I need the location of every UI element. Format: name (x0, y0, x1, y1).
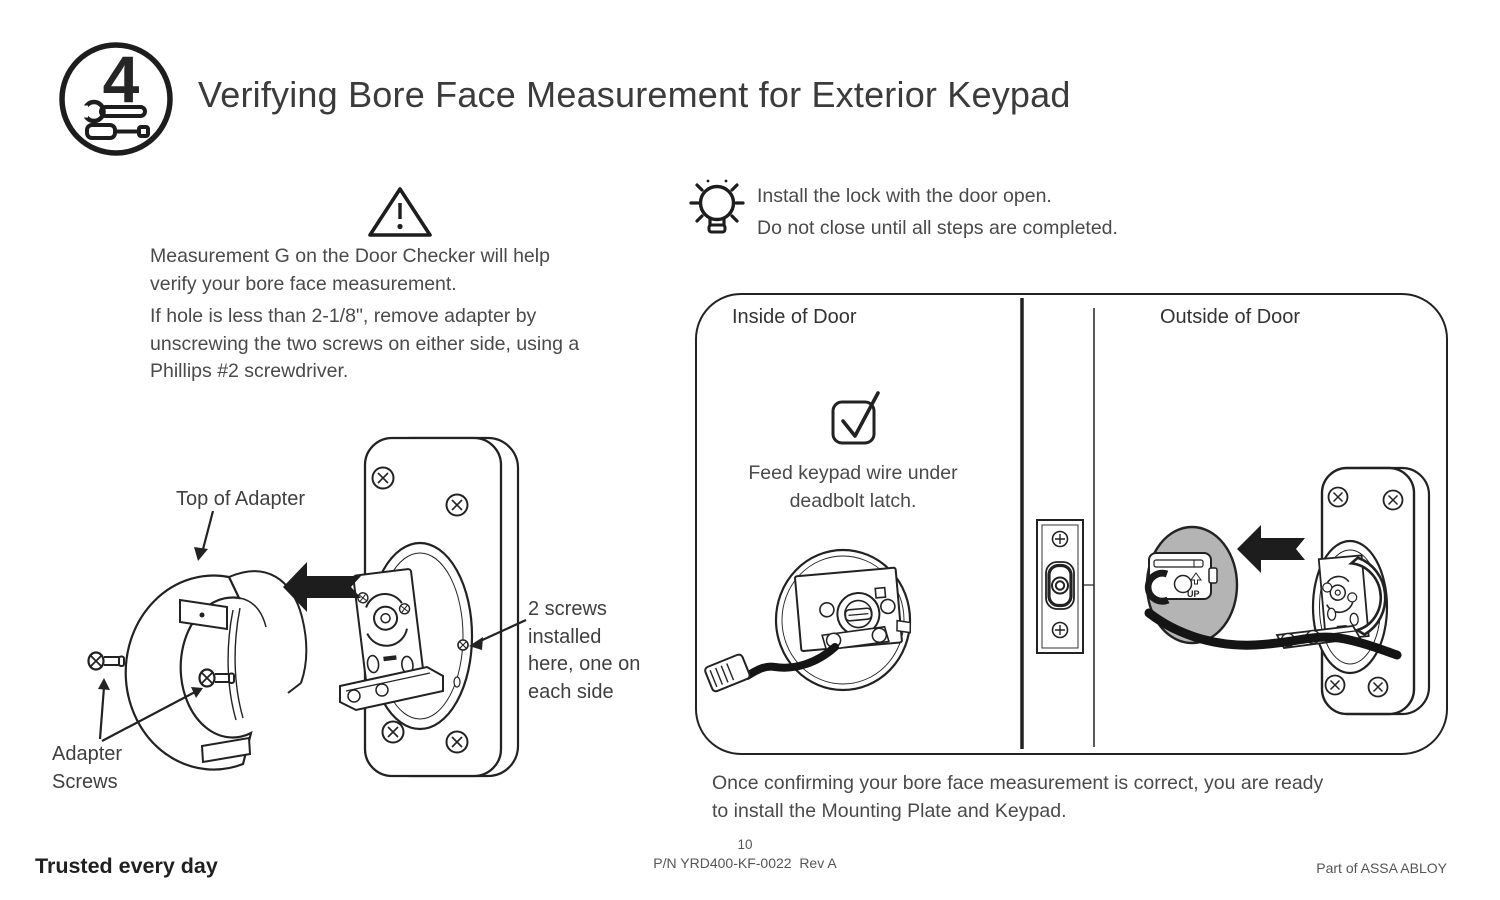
tip-line-2: Do not close until all steps are complet… (757, 217, 1118, 239)
adapter-screw-icon-2 (198, 668, 235, 688)
up-marking-label: UP (1187, 589, 1200, 599)
keypad-corner-screw-icons (371, 466, 469, 754)
outside-of-door-label: Outside of Door (1160, 306, 1301, 328)
door-panel-art: UP (704, 298, 1431, 749)
up-arrow-glyph (1190, 572, 1202, 585)
footer-center: 10 P/N YRD400-KF-0022 Rev A (545, 837, 945, 871)
wire-connector-icon (704, 653, 751, 693)
inside-of-door-label: Inside of Door (732, 306, 857, 328)
page-title: Verifying Bore Face Measurement for Exte… (198, 74, 1071, 115)
footer-brand: Part of ASSA ABLOY (1316, 860, 1447, 876)
checkbox-icon (831, 391, 880, 445)
keypad-wire (743, 643, 839, 680)
step-badge: 4 (57, 38, 173, 162)
tip-line-1: Install the lock with the door open. (757, 185, 1052, 207)
warning-paragraph-2: If hole is less than 2-1/8", remove adap… (150, 305, 580, 382)
deadbolt-latch-figure (1036, 519, 1094, 654)
warning-paragraph-1: Measurement G on the Door Checker will h… (150, 245, 550, 295)
keypad-wire-outside (1144, 608, 1402, 660)
two-screws-label: 2 screws installed here, one on each sid… (528, 598, 641, 703)
page-number: 10 (737, 837, 753, 852)
confirm-note: Once confirming your bore face measureme… (712, 772, 1324, 822)
adapter-figure-art (87, 436, 527, 778)
feed-wire-note: Feed keypad wire under deadbolt latch. (748, 462, 958, 512)
adapter-screws-label: Adapter Screws (52, 743, 123, 793)
direction-arrow-left-outside (1237, 525, 1305, 573)
lightbulb-icon (686, 176, 748, 242)
door-panel: UP (695, 293, 1448, 755)
step-badge-icon: 4 (59, 42, 173, 156)
step-number: 4 (103, 42, 140, 116)
connector-detail-figure (1144, 525, 1402, 660)
direction-arrow-left (283, 562, 361, 612)
bore-hole-figure (704, 548, 912, 693)
footer-tagline: Trusted every day (35, 854, 218, 878)
warning-triangle-icon (366, 186, 434, 238)
adapter-screw-icon-1 (87, 651, 125, 671)
exterior-keypad-figure (1275, 466, 1431, 716)
tools-icon (78, 99, 150, 140)
part-number: P/N YRD400-KF-0022 Rev A (653, 855, 837, 871)
top-of-adapter-label: Top of Adapter (176, 488, 305, 510)
adapter-figure (30, 415, 690, 815)
